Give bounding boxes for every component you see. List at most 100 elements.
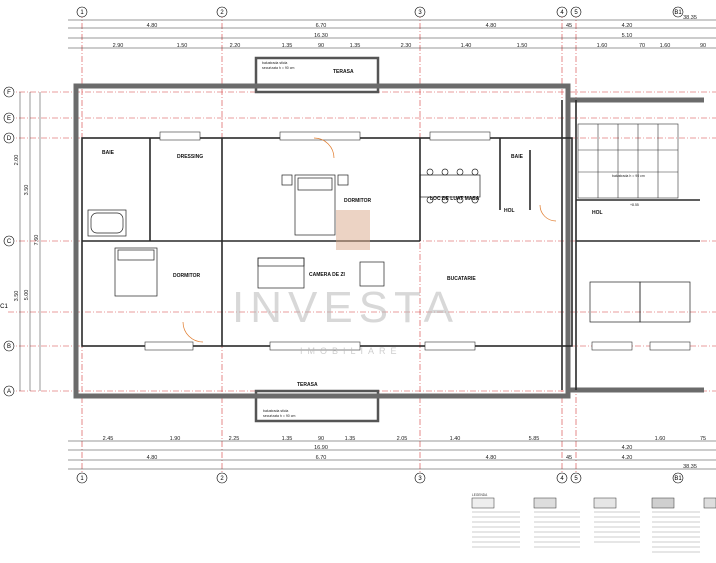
- dim-bot-r1-7: 1.40: [450, 436, 461, 442]
- axis-b: B: [7, 344, 11, 350]
- legend-title: LEGENDA: [472, 493, 488, 497]
- dim-top-r2-1: 5.10: [622, 33, 633, 39]
- dim-bot-r1-0: 2.45: [103, 436, 114, 442]
- legend-swatch-2: [533, 497, 557, 509]
- dim-bot-r1-10: 75: [700, 436, 706, 442]
- room-loc-de-luat-masa: LOC DE LUAT MASA: [430, 196, 480, 202]
- watermark-brand: INVESTA: [232, 283, 459, 332]
- legend-swatch-1: [471, 497, 495, 509]
- room-terasa-top: TERASA: [333, 69, 354, 75]
- room-dressing: DRESSING: [177, 154, 203, 160]
- legend-swatch-4: [651, 497, 675, 509]
- sofa: [257, 257, 385, 289]
- staircase: [577, 123, 679, 199]
- dim-left-1: 7.60: [34, 235, 40, 246]
- hall-furniture: [589, 281, 691, 323]
- dim-bot-r1-9: 1.60: [655, 436, 666, 442]
- dim-top-r3-6: 2.30: [401, 43, 412, 49]
- axis-d: D: [7, 136, 12, 142]
- dim-left-2: 5.00: [24, 290, 30, 301]
- watermark-sub: IMOBILIARE: [300, 346, 402, 356]
- room-hol: HOL: [504, 208, 515, 214]
- dim-top-r1-4: 4.20: [622, 23, 633, 29]
- note-balustrada-top: balustrada sticla: [262, 61, 287, 65]
- dim-bot-r1-2: 2.25: [229, 436, 240, 442]
- dim-top-r3-2: 2.20: [230, 43, 241, 49]
- dim-top-r3-5: 1.35: [350, 43, 361, 49]
- dim-bot-r1-8: 5.85: [529, 436, 540, 442]
- dim-bot-r1-5: 1.35: [345, 436, 356, 442]
- bed-upper: [281, 174, 349, 236]
- dim-top-r1-3: 45: [566, 23, 572, 29]
- dim-top-r3-11: 1.60: [660, 43, 671, 49]
- note-balustrada-stair: balustrada h = 90 cm: [612, 174, 645, 178]
- axis-1-top: 1: [80, 10, 84, 16]
- note-level: +8.55: [630, 203, 639, 207]
- axis-b1-top: B1: [674, 10, 682, 16]
- dim-bot-r2-1: 4.20: [622, 445, 633, 451]
- dim-top-r3-0: 2.90: [113, 43, 124, 49]
- axis-markers: [3, 6, 684, 484]
- room-dormitor-lower: DORMITOR: [173, 273, 201, 279]
- room-dormitor-upper: DORMITOR: [344, 198, 372, 204]
- dim-bot-r3-0: 4.80: [147, 455, 158, 461]
- dim-bot-r2-0: 16.90: [314, 445, 328, 451]
- top-dimension-lines: [68, 19, 716, 49]
- note-balustrada-top-2: securizata h = 90 cm: [262, 66, 294, 70]
- dim-left-0: 3.50: [24, 185, 30, 196]
- room-baie-small: BAIE: [511, 154, 524, 160]
- dining-table: [419, 168, 481, 204]
- dim-bot-r3-4: 4.20: [622, 455, 633, 461]
- windows: [144, 131, 691, 351]
- axis-2-top: 2: [220, 10, 224, 16]
- note-balustrada-bottom-2: securizata h = 90 cm: [263, 414, 295, 418]
- dim-bot-r1-3: 1.35: [282, 436, 293, 442]
- room-terasa-bottom: TERASA: [297, 382, 318, 388]
- axis-5-top: 5: [574, 10, 578, 16]
- legend: LEGENDA: [471, 493, 716, 553]
- axis-a: A: [7, 389, 11, 395]
- room-hol-stair: HOL: [592, 210, 603, 216]
- dim-top-r3-7: 1.40: [461, 43, 472, 49]
- axis-1-bottom: 1: [80, 476, 84, 482]
- dim-top-r3-1: 1.50: [177, 43, 188, 49]
- dim-top-r3-4: 90: [318, 43, 324, 49]
- axis-3-bottom: 3: [418, 476, 422, 482]
- plan-notes: balustrada sticla securizata h = 90 cm b…: [262, 61, 645, 418]
- dim-top-r3-8: 1.50: [517, 43, 528, 49]
- dim-bot-r3-1: 6.70: [316, 455, 327, 461]
- bathtub: [87, 209, 127, 237]
- axis-4-top: 4: [560, 10, 564, 16]
- axis-c1: C1: [0, 304, 8, 310]
- axis-2-bottom: 2: [220, 476, 224, 482]
- room-labels: BAIE DRESSING DORMITOR DORMITOR CAMERA D…: [102, 69, 603, 388]
- left-dimensions: 3.50 7.60 5.00 3.50 2.00: [14, 155, 40, 302]
- legend-swatch-5: [703, 497, 716, 509]
- dim-bot-total: 38.35: [683, 464, 697, 470]
- dim-top-total: 38.35: [683, 15, 697, 21]
- door-swings: [182, 137, 557, 343]
- watermark-logo-mark: [336, 210, 370, 250]
- left-dimension-lines: [19, 92, 41, 391]
- room-bucatarie: BUCATARIE: [447, 276, 476, 282]
- axis-c: C: [7, 239, 12, 245]
- legend-swatch-3: [593, 497, 617, 509]
- bottom-dimension-lines: [68, 440, 716, 470]
- dim-left-4: 2.00: [14, 155, 20, 166]
- dim-top-r3-12: 90: [700, 43, 706, 49]
- axis-3-top: 3: [418, 10, 422, 16]
- dim-bot-r1-1: 1.90: [170, 436, 181, 442]
- axis-e: E: [7, 116, 11, 122]
- room-camera-de-zi: CAMERA DE ZI: [309, 272, 346, 278]
- bottom-dimensions: 2.45 1.90 2.25 1.35 90 1.35 2.05 1.40 5.…: [103, 436, 706, 470]
- room-baie: BAIE: [102, 150, 115, 156]
- dim-bot-r1-6: 2.05: [397, 436, 408, 442]
- note-balustrada-bottom: balustrada sticla: [263, 409, 288, 413]
- axis-5-bottom: 5: [574, 476, 578, 482]
- axis-b1-bottom: B1: [674, 476, 682, 482]
- axis-4-bottom: 4: [560, 476, 564, 482]
- dim-top-r3-9: 1.60: [597, 43, 608, 49]
- axis-f: F: [7, 90, 11, 96]
- dim-top-r1-2: 4.80: [486, 23, 497, 29]
